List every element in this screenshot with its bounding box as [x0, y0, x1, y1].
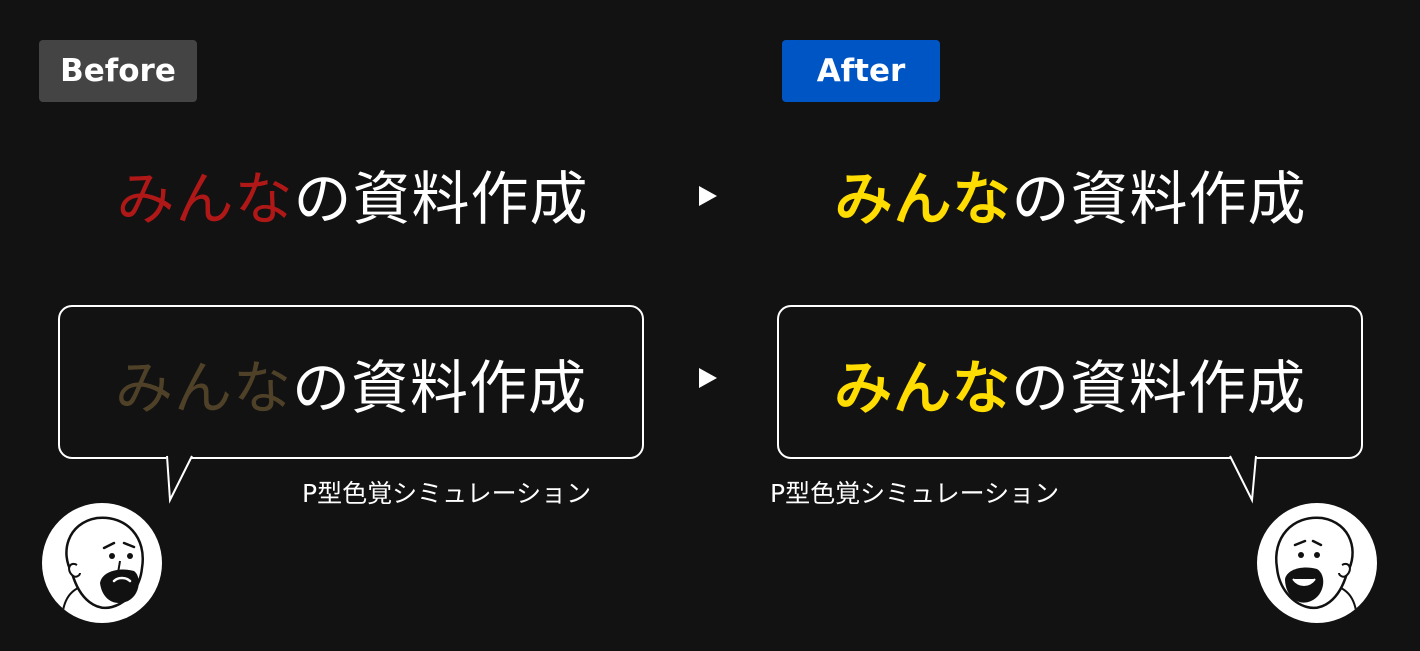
- before-heading-rest: の資料作成: [293, 165, 589, 233]
- before-bubble-text: みんなの資料作成: [60, 343, 642, 423]
- after-speech-bubble: みんなの資料作成: [777, 305, 1363, 459]
- after-bubble-rest: の資料作成: [1011, 354, 1307, 422]
- before-heading: みんなの資料作成: [60, 154, 645, 234]
- after-caption: P型色覚シミュレーション: [770, 479, 1060, 508]
- before-speech-bubble: みんなの資料作成: [58, 305, 644, 459]
- before-badge: Before: [39, 40, 197, 102]
- happy-person-icon: [1257, 503, 1377, 623]
- before-bubble-highlight: みんな: [114, 354, 292, 422]
- after-badge: After: [782, 40, 940, 102]
- before-heading-highlight: みんな: [116, 165, 294, 233]
- worried-person-icon: [42, 503, 162, 623]
- after-heading-rest: の資料作成: [1011, 165, 1307, 233]
- triangle-right-icon: [699, 186, 717, 206]
- after-bubble-highlight: みんな: [833, 354, 1011, 422]
- before-caption: P型色覚シミュレーション: [302, 479, 592, 508]
- before-bubble-rest: の資料作成: [292, 354, 588, 422]
- before-bubble-tail: [166, 455, 193, 504]
- triangle-right-icon: [699, 368, 717, 388]
- after-bubble-text: みんなの資料作成: [779, 343, 1361, 423]
- after-heading: みんなの資料作成: [778, 154, 1363, 234]
- after-heading-highlight: みんな: [834, 165, 1012, 233]
- after-bubble-tail: [1229, 455, 1257, 504]
